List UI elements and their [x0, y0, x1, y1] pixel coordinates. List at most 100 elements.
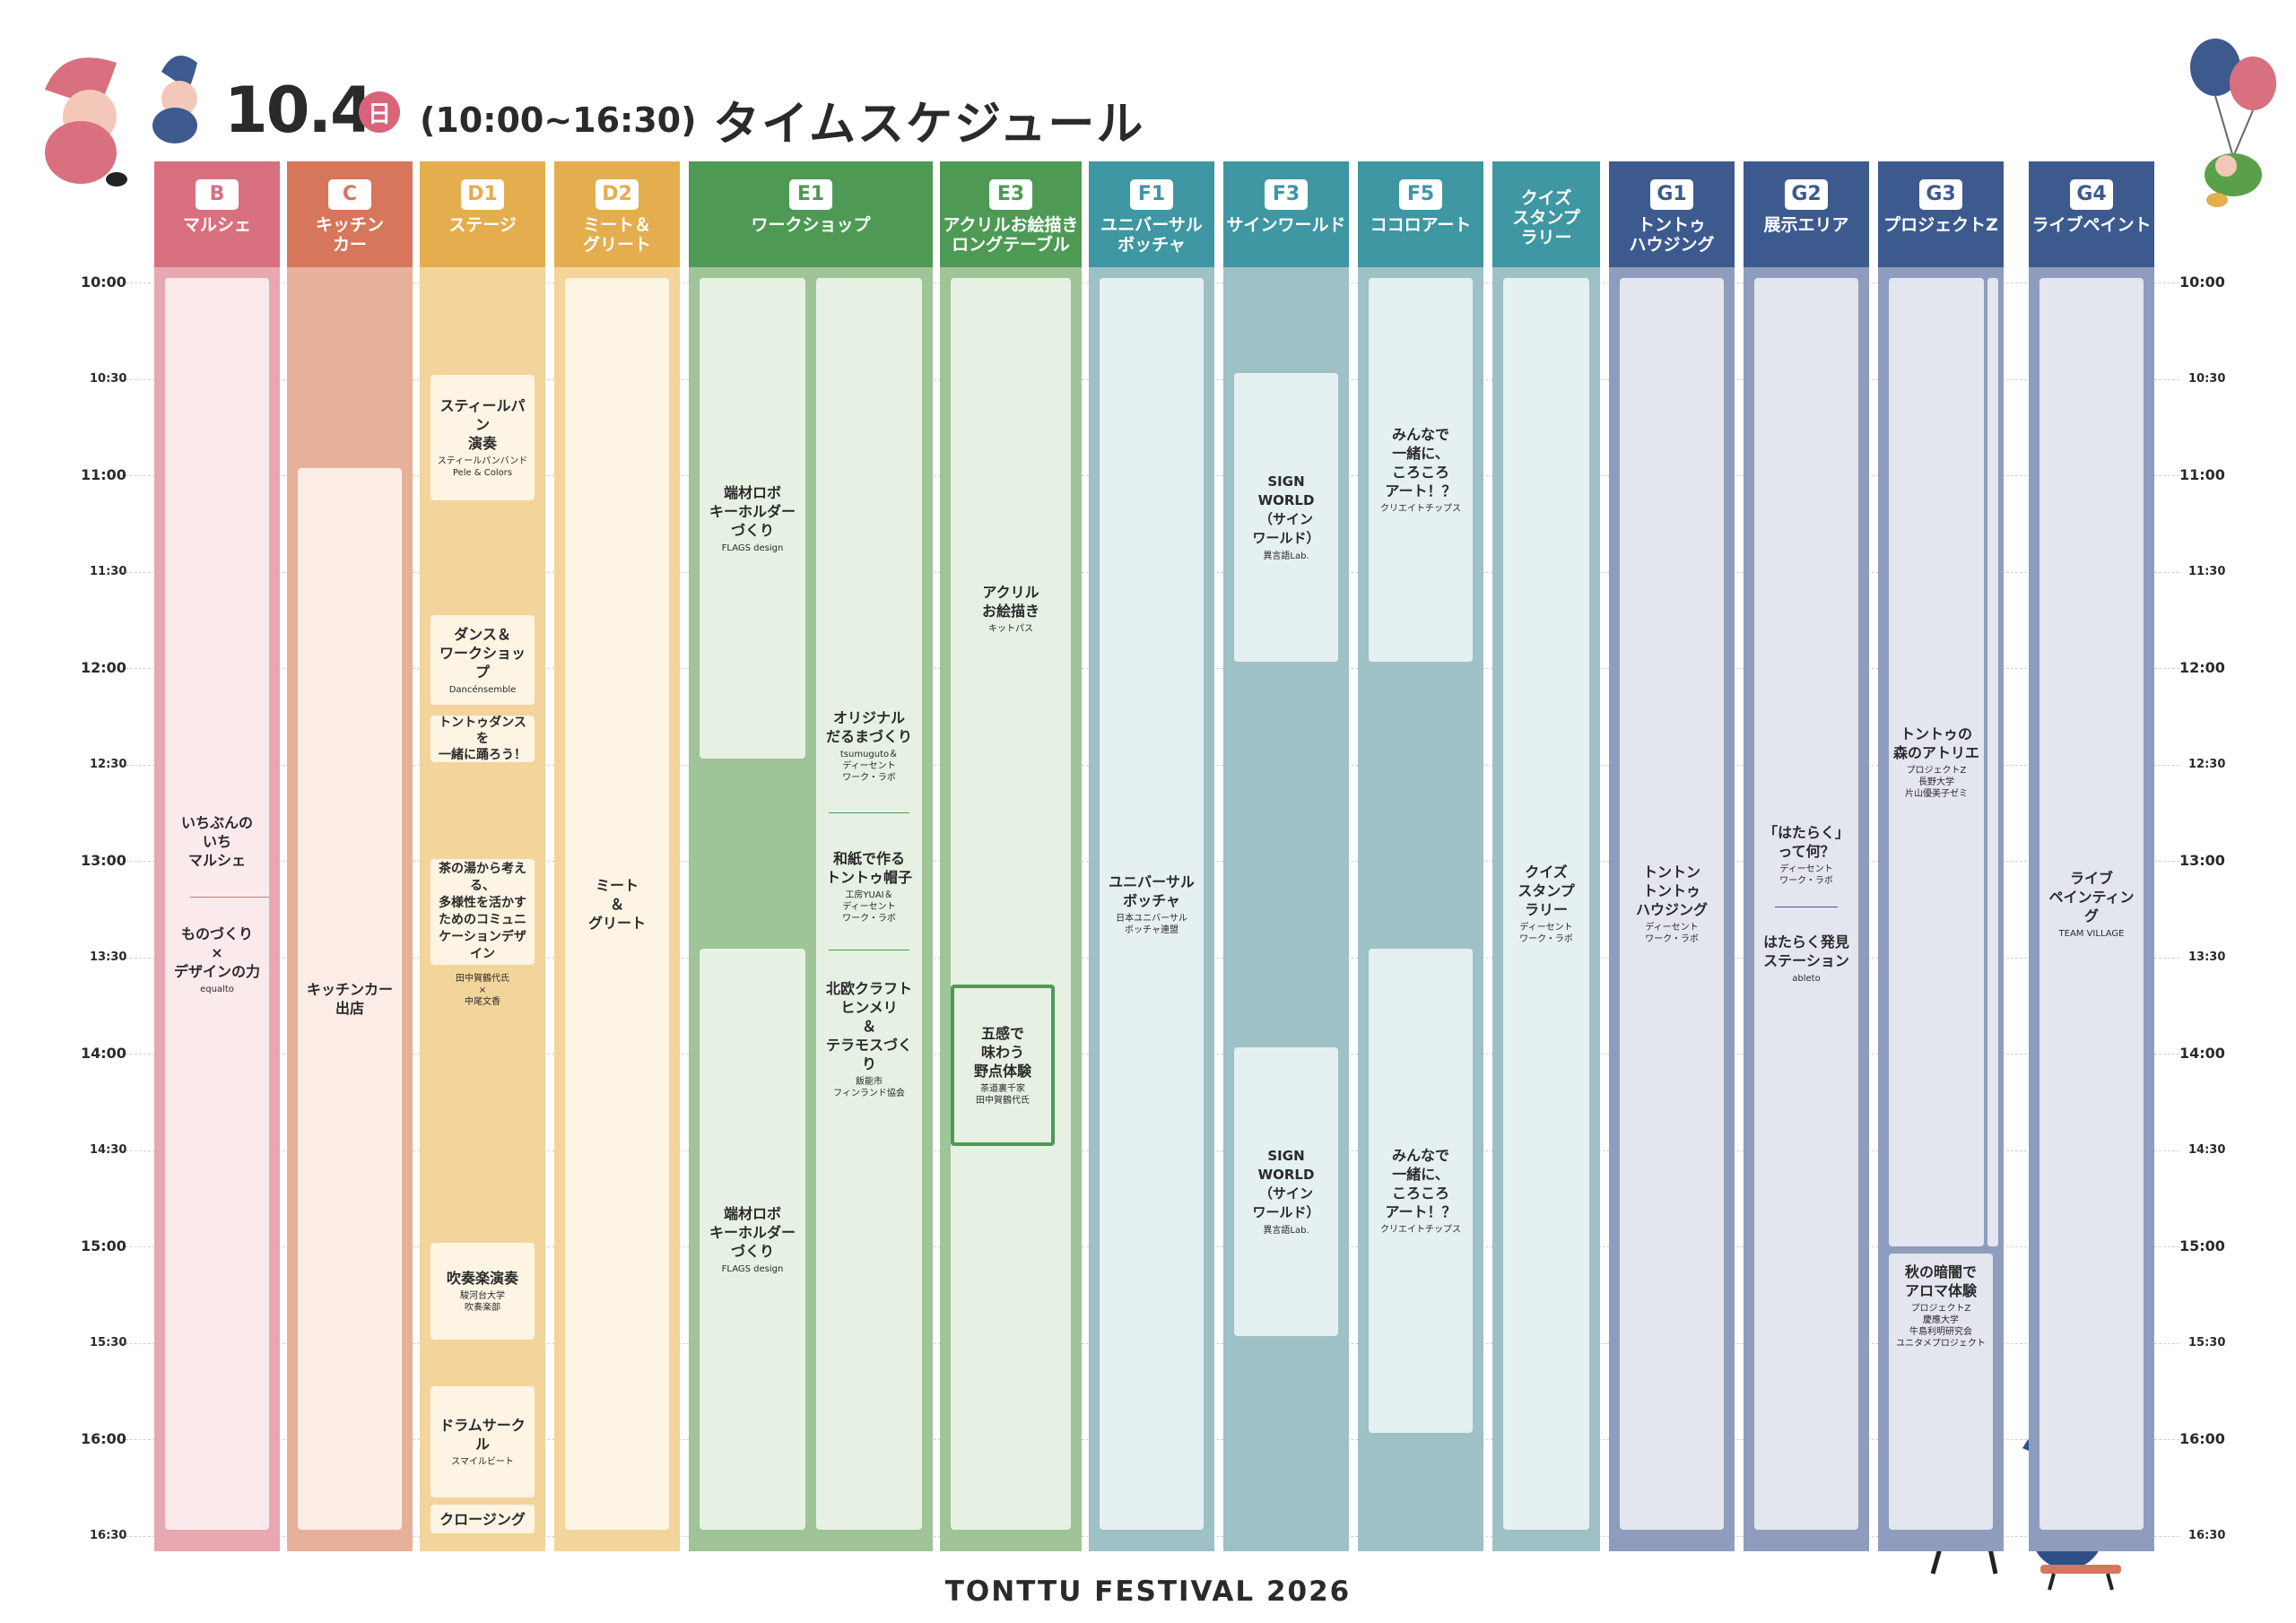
area-code: C — [328, 179, 371, 210]
time-label: 11:30 — [90, 564, 127, 578]
area-code: G3 — [1919, 179, 1962, 210]
time-label: 10:30 — [2188, 371, 2226, 386]
balloon-gnome-illustration — [2190, 39, 2276, 207]
area-code: G2 — [1785, 179, 1828, 210]
time-label: 11:30 — [2188, 564, 2226, 578]
column-b-marche: B マルシェ いちぶんの いち マルシェ ものづくり × デザインの力 equal… — [154, 161, 280, 1551]
area-code: G4 — [2070, 179, 2113, 210]
time-label: 10:00 — [2179, 273, 2225, 291]
event-card: ドラムサークルスマイルビート — [430, 1386, 535, 1497]
area-name: ミート＆ グリート — [582, 215, 651, 255]
event-card: トントゥの 森のアトリエプロジェクトZ 長野大学 片山優美子ゼミ — [1889, 278, 1984, 1246]
event-card: みんなで 一緒に、 ころころ アート！？クリエイトチップス — [1369, 278, 1473, 662]
time-label: 14:30 — [2188, 1142, 2226, 1157]
time-label: 13:30 — [2188, 950, 2226, 964]
area-code: E1 — [789, 179, 832, 210]
area-name: プロジェクトZ — [1883, 215, 1998, 235]
area-code: D1 — [461, 179, 504, 210]
event-card: みんなで 一緒に、 ころころ アート！？クリエイトチップス — [1369, 949, 1473, 1433]
time-label: 12:00 — [81, 659, 126, 676]
time-label: 16:00 — [81, 1430, 126, 1447]
column-f3-sign-world: F3 サインワールド SIGN WORLD （サイン ワールド）異言語Lab. S… — [1223, 161, 1349, 1551]
area-name: ステージ — [448, 215, 517, 235]
event-card: SIGN WORLD （サイン ワールド）異言語Lab. — [1234, 1047, 1338, 1336]
time-label: 16:30 — [90, 1528, 127, 1542]
event-card: トントン トントゥ ハウジングディーセント ワーク・ラボ — [1620, 278, 1724, 1530]
area-code: B — [196, 179, 239, 210]
time-label: 11:00 — [2179, 466, 2225, 483]
area-code: D2 — [596, 179, 639, 210]
column-e3-acrylic-long-table: E3 アクリルお絵描き ロングテーブル アクリル お絵描きキットパス 五感で 味わ… — [940, 161, 1082, 1551]
area-name: キッチン カー — [315, 215, 384, 255]
event-card: ミート ＆ グリート — [565, 278, 669, 1530]
area-name: クイズ スタンプ ラリー — [1512, 188, 1580, 247]
time-label: 13:00 — [2179, 852, 2225, 869]
gnome-characters-illustration — [45, 56, 197, 187]
column-g3-project-z: G3 プロジェクトZ トントゥの 森のアトリエプロジェクトZ 長野大学 片山優美子… — [1878, 161, 2004, 1551]
time-label: 14:00 — [81, 1045, 126, 1062]
event-card: キッチンカー 出店 — [298, 468, 402, 1530]
thin-slot — [1987, 278, 1998, 1246]
time-label: 15:30 — [2188, 1335, 2226, 1350]
area-code: E3 — [989, 179, 1032, 210]
time-label: 11:00 — [81, 466, 126, 483]
area-name: 展示エリア — [1763, 215, 1849, 235]
column-c-kitchen-car: C キッチン カー キッチンカー 出店 — [287, 161, 413, 1551]
event-card: スティールパン 演奏スティールパンバンド Pele & Colors — [430, 375, 535, 500]
event-card: アクリル お絵描きキットパス — [951, 278, 1071, 1530]
area-code: F1 — [1130, 179, 1173, 210]
event-card: 茶の湯から考える、 多様性を活かす ためのコミュニ ケーションデザイン — [430, 859, 535, 965]
time-label: 13:30 — [90, 950, 127, 964]
time-label: 16:30 — [2188, 1528, 2226, 1542]
column-d2-meet-greet: D2 ミート＆ グリート ミート ＆ グリート — [554, 161, 680, 1551]
page-title: タイムスケジュール — [713, 98, 1145, 152]
event-card: 秋の暗闇で アロマ体験プロジェクトZ 慶應大学 牛島利明研究会 ユニタメプロジェ… — [1889, 1254, 1993, 1530]
column-f5-kokoro-art: F5 ココロアート みんなで 一緒に、 ころころ アート！？クリエイトチップス み… — [1358, 161, 1483, 1551]
festival-footer: TONTTU FESTIVAL 2026 — [944, 1575, 1352, 1608]
time-label: 12:00 — [2179, 659, 2225, 676]
area-name: アクリルお絵描き ロングテーブル — [943, 215, 1079, 255]
area-name: ユニバーサル ボッチャ — [1100, 215, 1203, 255]
event-card-subtitle: 田中賀鶴代氏 × 中尾文香 — [456, 974, 509, 1007]
event-card: いちぶんの いち マルシェ ものづくり × デザインの力 equalto — [165, 278, 269, 1530]
event-card: SIGN WORLD （サイン ワールド）異言語Lab. — [1234, 373, 1338, 662]
event-card: ユニバーサル ボッチャ日本ユニバーサル ボッチャ連盟 — [1100, 278, 1204, 1530]
time-label: 15:00 — [2179, 1237, 2225, 1254]
column-d1-stage: D1 ステージ スティールパン 演奏スティールパンバンド Pele & Color… — [420, 161, 545, 1551]
area-name: ワークショップ — [751, 215, 871, 235]
column-quiz-stamp-rally: クイズ スタンプ ラリー クイズ スタンプ ラリーディーセント ワーク・ラボ — [1492, 161, 1600, 1551]
area-name: ココロアート — [1370, 215, 1472, 235]
time-label: 12:30 — [2188, 757, 2226, 771]
area-code: F3 — [1265, 179, 1308, 210]
event-card: クイズ スタンプ ラリーディーセント ワーク・ラボ — [1503, 278, 1589, 1530]
time-label: 14:00 — [2179, 1045, 2225, 1062]
schedule-date: 10.4 — [224, 74, 374, 147]
event-card: 吹奏楽演奏駿河台大学 吹奏楽部 — [430, 1243, 535, 1340]
time-label: 14:30 — [90, 1142, 127, 1157]
area-name: トントゥ ハウジング — [1629, 215, 1715, 255]
time-label: 13:00 — [81, 852, 126, 869]
time-label: 15:30 — [90, 1335, 127, 1350]
area-name: ライブペイント — [2031, 215, 2152, 235]
time-label: 12:30 — [90, 757, 127, 771]
time-label: 10:00 — [81, 273, 126, 291]
event-card: トントゥダンスを 一緒に踊ろう！ — [430, 716, 535, 762]
time-label: 15:00 — [81, 1237, 126, 1254]
column-f1-boccia: F1 ユニバーサル ボッチャ ユニバーサル ボッチャ日本ユニバーサル ボッチャ連盟 — [1089, 161, 1214, 1551]
area-name: マルシェ — [182, 215, 251, 235]
time-label: 16:00 — [2179, 1430, 2225, 1447]
area-code: F5 — [1399, 179, 1442, 210]
time-range: (10:00~16:30) — [420, 100, 697, 140]
column-g2-exhibition: G2 展示エリア 「はたらく」 って何？ディーセント ワーク・ラボ はたらく発見 … — [1744, 161, 1869, 1551]
time-label: 10:30 — [90, 371, 127, 386]
event-card: 五感で 味わう 野点体験茶道裏千家 田中賀鶴代氏 — [951, 985, 1055, 1146]
area-name: サインワールド — [1226, 215, 1346, 235]
